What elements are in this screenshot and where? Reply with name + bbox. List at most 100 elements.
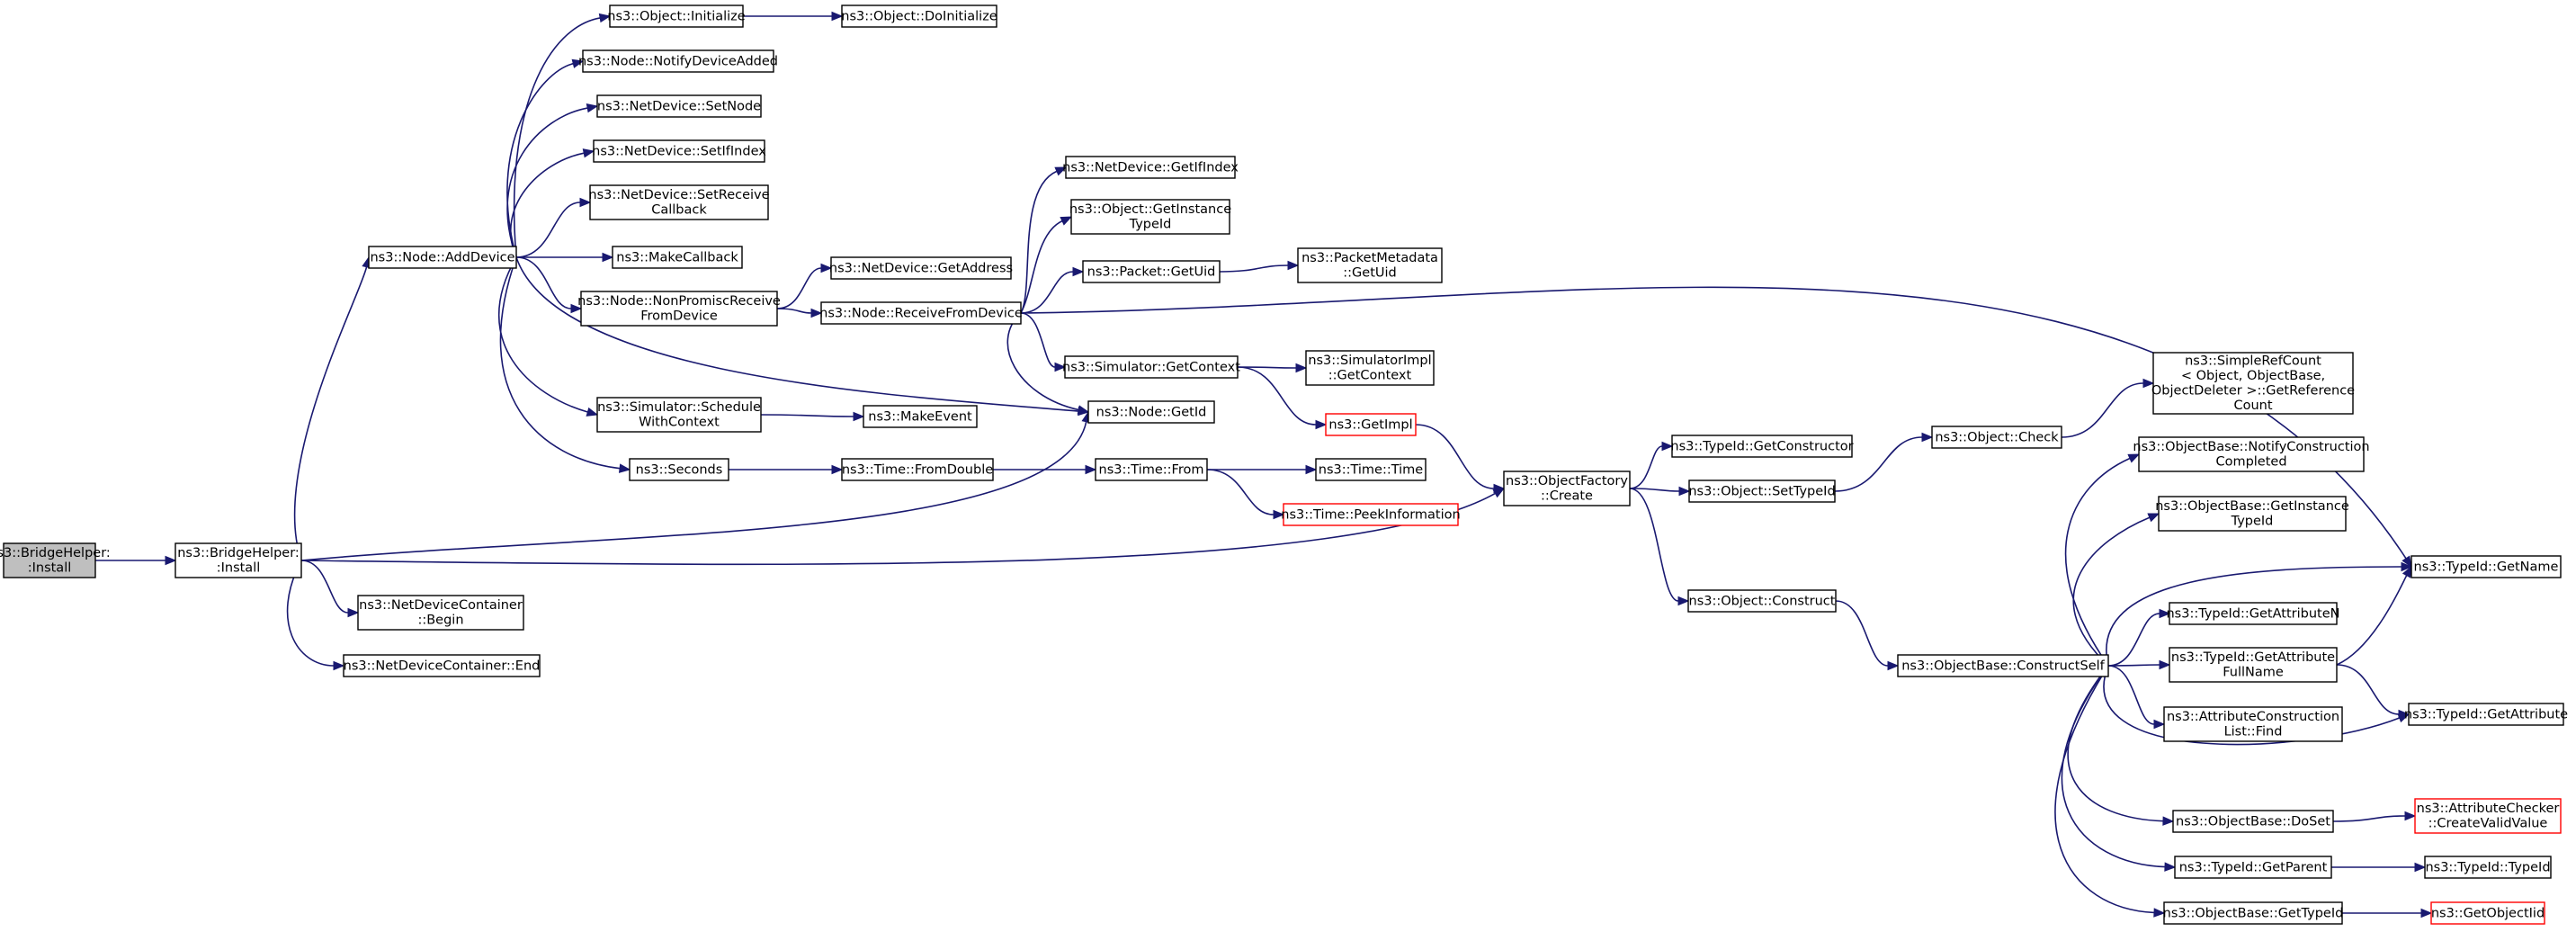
graph-node-makeevent[interactable]: ns3::MakeEvent: [863, 405, 978, 428]
call-edge-recvfromdev-to-getname: [1020, 286, 2407, 560]
node-label: ns3::ObjectBase::ConstructSelf: [1901, 659, 2105, 673]
graph-node-adddevice[interactable]: ns3::Node::AddDevice: [368, 246, 517, 269]
graph-node-createvalid[interactable]: ns3::AttributeChecker::CreateValidValue: [2414, 798, 2562, 834]
graph-node-objcheck[interactable]: ns3::Object::Check: [1931, 426, 2062, 449]
call-edge-constructself-to-notifyconstr: [2064, 457, 2131, 667]
call-edge-getimpl-to-ofcreate: [1415, 424, 1495, 489]
graph-node-recvfromdev[interactable]: ns3::Node::ReceiveFromDevice: [819, 301, 1023, 325]
graph-node-getattr[interactable]: ns3::TypeId::GetAttribute: [2404, 703, 2568, 726]
node-box: [1325, 413, 1417, 436]
arrowhead-icon: [598, 13, 612, 23]
graph-node-fromdouble[interactable]: ns3::Time::FromDouble: [841, 458, 994, 481]
call-edge-constructself-to-getparent: [2061, 665, 2166, 868]
graph-node-pmgetuid[interactable]: ns3::PacketMetadata::GetUid: [1297, 247, 1443, 283]
graph-node-getattrn[interactable]: ns3::TypeId::GetAttributeN: [2166, 602, 2340, 625]
graph-node-nodegetid[interactable]: ns3::Node::GetId: [1087, 400, 1215, 424]
graph-node-getimpl[interactable]: ns3::GetImpl: [1325, 413, 1417, 436]
node-label: Callback: [651, 203, 707, 218]
node-box: [863, 405, 978, 428]
arrowhead-icon: [586, 407, 599, 417]
call-graph-edges: [94, 11, 2433, 919]
node-box: [2414, 798, 2562, 834]
graph-node-root[interactable]: ns3::BridgeHelper::Install: [0, 542, 111, 578]
node-label: ns3::ObjectFactory: [1506, 474, 1628, 488]
node-box: [2169, 602, 2338, 625]
graph-node-settypeid[interactable]: ns3::Object::SetTypeId: [1688, 479, 1836, 503]
graph-node-getname[interactable]: ns3::TypeId::GetName: [2411, 555, 2562, 578]
graph-node-setifindex[interactable]: ns3::NetDevice::SetIfIndex: [592, 139, 766, 163]
node-label: ns3::TypeId::GetAttributeN: [2166, 606, 2339, 621]
node-label: :Install: [217, 561, 261, 576]
node-box: [1315, 458, 1427, 481]
node-box: [2172, 810, 2334, 833]
graph-node-typeidtypeid[interactable]: ns3::TypeId::TypeId: [2424, 856, 2552, 879]
node-box: [841, 4, 997, 28]
graph-node-timefrom[interactable]: ns3::Time::From: [1095, 458, 1208, 481]
call-edge-adddevice-to-schedctx: [497, 256, 588, 413]
graph-node-getrefcount[interactable]: ns3::SimpleRefCount< Object, ObjectBase,…: [2151, 352, 2355, 415]
graph-node-notifyconstr[interactable]: ns3::ObjectBase::NotifyConstructionCompl…: [2133, 436, 2370, 472]
graph-node-constructself[interactable]: ns3::ObjectBase::ConstructSelf: [1897, 654, 2109, 677]
arrowhead-icon: [1273, 509, 1285, 520]
node-box: [1503, 470, 1631, 506]
call-edge-install-to-ndcbegin: [300, 560, 349, 614]
arrowhead-icon: [1077, 405, 1090, 415]
arrowhead-icon: [2420, 908, 2433, 919]
arrowhead-icon: [1661, 441, 1674, 452]
node-label: ns3::Object::SetTypeId: [1688, 484, 1835, 498]
arrowhead-icon: [602, 252, 614, 263]
graph-node-ndcend[interactable]: ns3::NetDeviceContainer::End: [343, 654, 541, 677]
graph-node-timetime[interactable]: ns3::Time::Time: [1315, 458, 1427, 481]
graph-node-simimplctx[interactable]: ns3::SimulatorImpl::GetContext: [1305, 350, 1435, 386]
graph-node-simgetctx[interactable]: ns3::Simulator::GetContext: [1062, 355, 1240, 379]
node-label: ns3::BridgeHelper:: [177, 546, 300, 560]
node-label: ns3::Object::GetInstance: [1069, 202, 1231, 217]
graph-node-seconds[interactable]: ns3::Seconds: [629, 458, 729, 481]
arrowhead-icon: [1305, 464, 1318, 475]
arrowhead-icon: [2159, 608, 2171, 619]
graph-node-getaddress[interactable]: ns3::NetDevice::GetAddress: [829, 256, 1013, 280]
node-box: [1095, 458, 1208, 481]
graph-node-objinit[interactable]: ns3::Object::Initialize: [607, 4, 746, 28]
graph-node-getparent[interactable]: ns3::TypeId::GetParent: [2174, 856, 2332, 879]
node-box: [596, 397, 762, 433]
graph-node-peekinfo[interactable]: ns3::Time::PeekInformation: [1281, 503, 1461, 526]
graph-node-makecb[interactable]: ns3::MakeCallback: [612, 246, 743, 269]
graph-node-getuid[interactable]: ns3::Packet::GetUid: [1082, 260, 1221, 283]
call-edge-ofcreate-to-settypeid: [1629, 488, 1680, 492]
arrowhead-icon: [2127, 453, 2141, 463]
node-box: [1297, 247, 1443, 283]
graph-node-ndcbegin[interactable]: ns3::NetDeviceContainer::Begin: [357, 595, 524, 631]
graph-node-ofcreate[interactable]: ns3::ObjectFactory::Create: [1503, 470, 1631, 506]
node-box: [589, 184, 769, 220]
arrowhead-icon: [853, 411, 865, 422]
graph-node-doset[interactable]: ns3::ObjectBase::DoSet: [2172, 810, 2334, 833]
graph-node-setnode[interactable]: ns3::NetDevice::SetNode: [596, 94, 762, 118]
node-label: ns3::NetDeviceContainer::End: [344, 659, 541, 673]
graph-node-install[interactable]: ns3::BridgeHelper::Install: [174, 542, 302, 578]
graph-node-notifyadded[interactable]: ns3::Node::NotifyDeviceAdded: [578, 49, 778, 73]
graph-node-getctor[interactable]: ns3::TypeId::GetConstructor: [1670, 435, 1854, 458]
node-label: TypeId: [2231, 515, 2274, 529]
call-edge-recvfromdev-to-getinsttid: [1020, 220, 1063, 314]
graph-node-obgettypeid[interactable]: ns3::ObjectBase::GetTypeId: [2163, 901, 2344, 925]
arrowhead-icon: [2414, 862, 2427, 873]
graph-node-objdoinit[interactable]: ns3::Object::DoInitialize: [841, 4, 997, 28]
graph-node-getifindex[interactable]: ns3::NetDevice::GetIfIndex: [1062, 156, 1239, 179]
arrowhead-icon: [831, 464, 844, 475]
node-box: [1070, 199, 1230, 235]
node-box: [2430, 901, 2545, 925]
node-box: [2408, 703, 2564, 726]
node-label: ns3::TypeId::GetParent: [2179, 860, 2328, 874]
graph-node-objconstruct[interactable]: ns3::Object::Construct: [1687, 589, 1837, 613]
graph-node-getobjectiid[interactable]: ns3::GetObjectIid: [2430, 901, 2545, 925]
node-label: ns3::Simulator::Schedule: [597, 400, 761, 415]
call-edge-install-to-ndcend: [286, 560, 335, 667]
